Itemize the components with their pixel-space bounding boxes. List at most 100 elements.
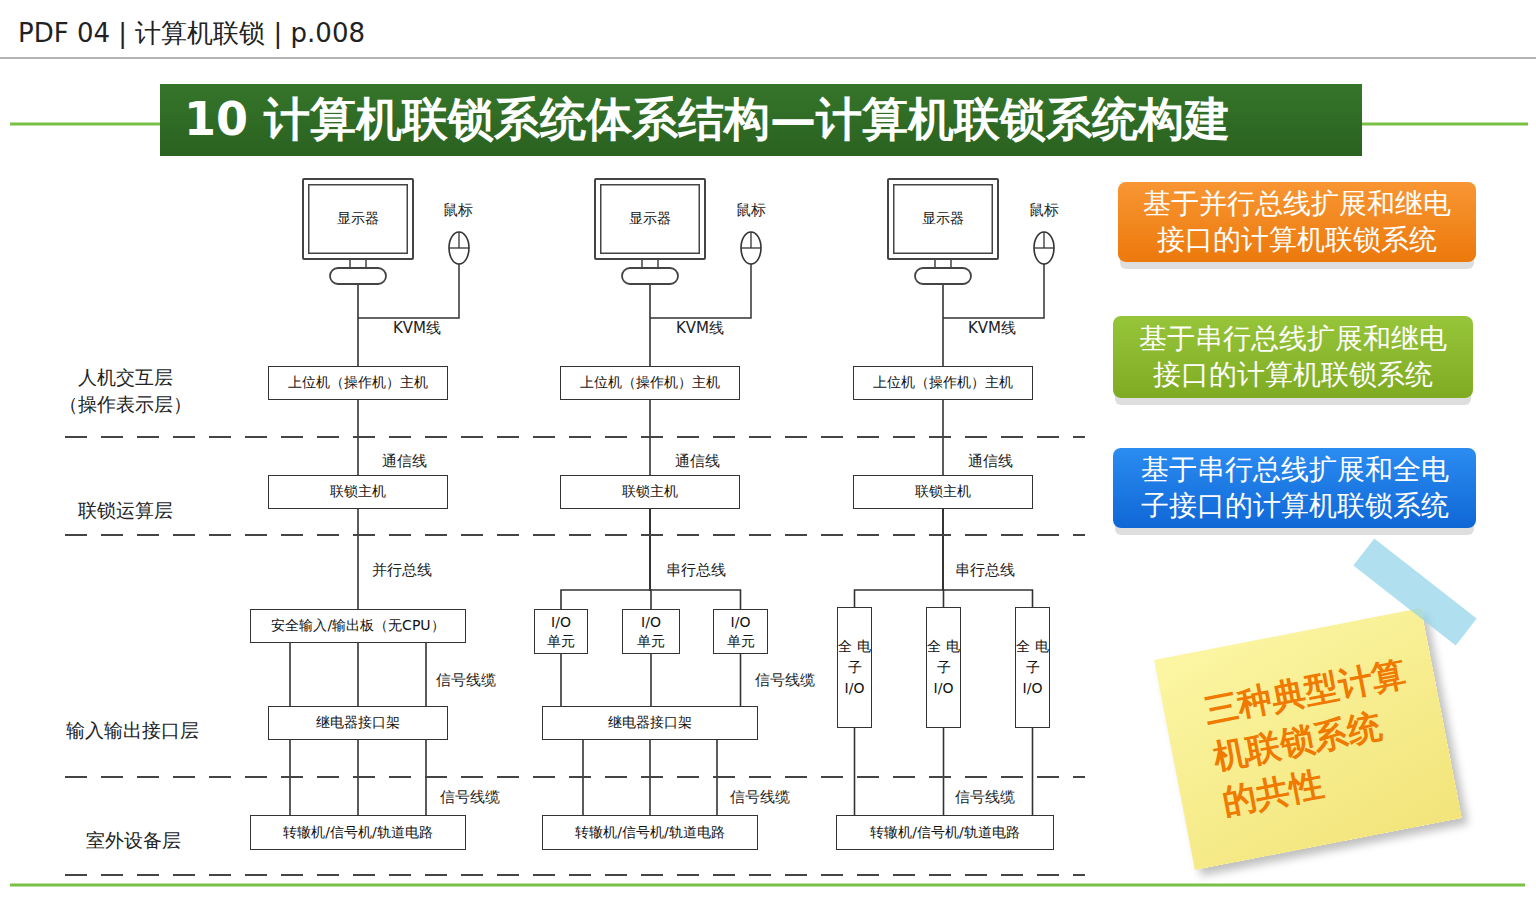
node-text: 上位机（操作机）主机 xyxy=(288,374,428,392)
node-text: 三种典型计算 机联锁系统 的共性 xyxy=(1200,644,1455,826)
layer-name: 输入输出接口层 xyxy=(66,718,199,744)
monitor-base xyxy=(622,268,678,284)
connector-label: KVM线 xyxy=(393,319,441,338)
mouse-symbol xyxy=(741,232,761,264)
mouse-cable xyxy=(650,264,751,318)
connector xyxy=(425,643,427,706)
sticky-note: 三种典型计算 机联锁系统 的共性 xyxy=(1154,608,1462,870)
connector-label: 信号线缆 xyxy=(955,788,1015,807)
io-unit-box: I/O 单元 xyxy=(622,609,680,654)
connector xyxy=(943,728,945,815)
monitor-box: 显示器 xyxy=(594,178,706,260)
connector xyxy=(289,740,291,815)
connector xyxy=(560,654,562,706)
connector xyxy=(357,260,359,366)
connector-label: 通信线 xyxy=(675,452,720,471)
node-text: I/O 单元 xyxy=(628,613,674,651)
connector xyxy=(650,509,741,609)
connector xyxy=(289,643,291,706)
node-text: 基于串行总线扩展和全电 子接口的计算机联锁系统 xyxy=(1121,452,1468,524)
device-label: 鼠标 xyxy=(736,201,766,220)
node-text: 转辙机/信号机/轨道电路 xyxy=(870,824,1019,842)
node-text: 继电器接口架 xyxy=(608,714,692,732)
connector-label: 串行总线 xyxy=(666,561,726,580)
sticky-tape xyxy=(1353,539,1476,646)
connector xyxy=(942,400,944,475)
title-banner: 基于串行总线扩展和全电 子接口的计算机联锁系统 xyxy=(1113,448,1476,528)
node-text: 联锁主机 xyxy=(622,483,678,501)
title-text: 10 计算机联锁系统体系结构—计算机联锁系统构建 xyxy=(184,89,1230,151)
node-text: 显示器 xyxy=(629,210,671,228)
title-banner: 基于并行总线扩展和继电 接口的计算机联锁系统 xyxy=(1118,182,1476,262)
mouse-cable xyxy=(358,264,459,318)
process-box: 上位机（操作机）主机 xyxy=(560,366,740,400)
connector-label: 信号线缆 xyxy=(730,788,790,807)
page-header: PDF 04 | 计算机联锁 | p.008 xyxy=(18,16,365,51)
mouse-button-line xyxy=(1034,247,1054,248)
layer-divider xyxy=(65,534,1085,536)
node-text: 联锁主机 xyxy=(915,483,971,501)
process-box: 继电器接口架 xyxy=(268,706,448,740)
connector xyxy=(854,728,856,815)
connector xyxy=(716,740,718,815)
connector xyxy=(357,740,359,815)
io-unit-box: I/O 单元 xyxy=(713,609,768,654)
connector-label: 并行总线 xyxy=(372,561,432,580)
node-text: 全 电 子 I/O xyxy=(927,636,960,699)
connector-label: KVM线 xyxy=(968,319,1016,338)
connector xyxy=(425,740,427,815)
connector-label: 信号线缆 xyxy=(440,788,500,807)
electronic-io-box: 全 电 子 I/O xyxy=(1015,607,1050,728)
mouse-button-line xyxy=(458,232,459,248)
layer-divider xyxy=(65,874,1085,876)
layer-name: 联锁运算层 xyxy=(78,498,173,524)
node-text: 转辙机/信号机/轨道电路 xyxy=(575,824,724,842)
process-box: 安全输入/输出板（无CPU） xyxy=(250,609,466,643)
connector xyxy=(357,509,359,609)
electronic-io-box: 全 电 子 I/O xyxy=(837,607,872,728)
monitor-base xyxy=(915,268,971,284)
node-text: 安全输入/输出板（无CPU） xyxy=(271,617,444,635)
node-text: 全 电 子 I/O xyxy=(838,636,871,699)
monitor-box: 显示器 xyxy=(302,178,414,260)
mouse-cable xyxy=(943,264,1044,318)
monitor-box: 显示器 xyxy=(887,178,999,260)
electronic-io-box: 全 电 子 I/O xyxy=(926,607,961,728)
mouse-button-line xyxy=(449,247,469,248)
title-bar: 10 计算机联锁系统体系结构—计算机联锁系统构建 xyxy=(160,84,1362,156)
title-banner: 基于串行总线扩展和继电 接口的计算机联锁系统 xyxy=(1113,316,1473,398)
node-text: 继电器接口架 xyxy=(316,714,400,732)
process-box: 转辙机/信号机/轨道电路 xyxy=(542,815,758,850)
mouse-symbol xyxy=(1034,232,1054,264)
monitor-neck xyxy=(642,259,658,269)
monitor-base xyxy=(330,268,386,284)
layer-divider xyxy=(65,776,1085,778)
node-text: 上位机（操作机）主机 xyxy=(580,374,720,392)
connector-label: 信号线缆 xyxy=(436,671,496,690)
connector-label: 通信线 xyxy=(382,452,427,471)
connector xyxy=(649,260,651,366)
process-box: 联锁主机 xyxy=(560,475,740,509)
layer-divider xyxy=(65,436,1085,438)
monitor-neck xyxy=(350,259,366,269)
process-box: 联锁主机 xyxy=(853,475,1033,509)
process-box: 上位机（操作机）主机 xyxy=(268,366,448,400)
connector xyxy=(357,400,359,475)
connector xyxy=(855,509,944,607)
node-text: 联锁主机 xyxy=(330,483,386,501)
process-box: 上位机（操作机）主机 xyxy=(853,366,1033,400)
process-box: 转辙机/信号机/轨道电路 xyxy=(836,815,1054,850)
monitor-neck xyxy=(935,259,951,269)
connector-label: KVM线 xyxy=(676,319,724,338)
process-box: 继电器接口架 xyxy=(542,706,758,740)
layer-name: 室外设备层 xyxy=(86,828,181,854)
footer-rule xyxy=(10,884,1525,887)
node-text: 显示器 xyxy=(922,210,964,228)
mouse-button-line xyxy=(750,232,751,248)
node-text: I/O 单元 xyxy=(540,613,582,651)
node-text: 转辙机/信号机/轨道电路 xyxy=(283,824,432,842)
process-box: 联锁主机 xyxy=(268,475,448,509)
mouse-button-line xyxy=(741,247,761,248)
